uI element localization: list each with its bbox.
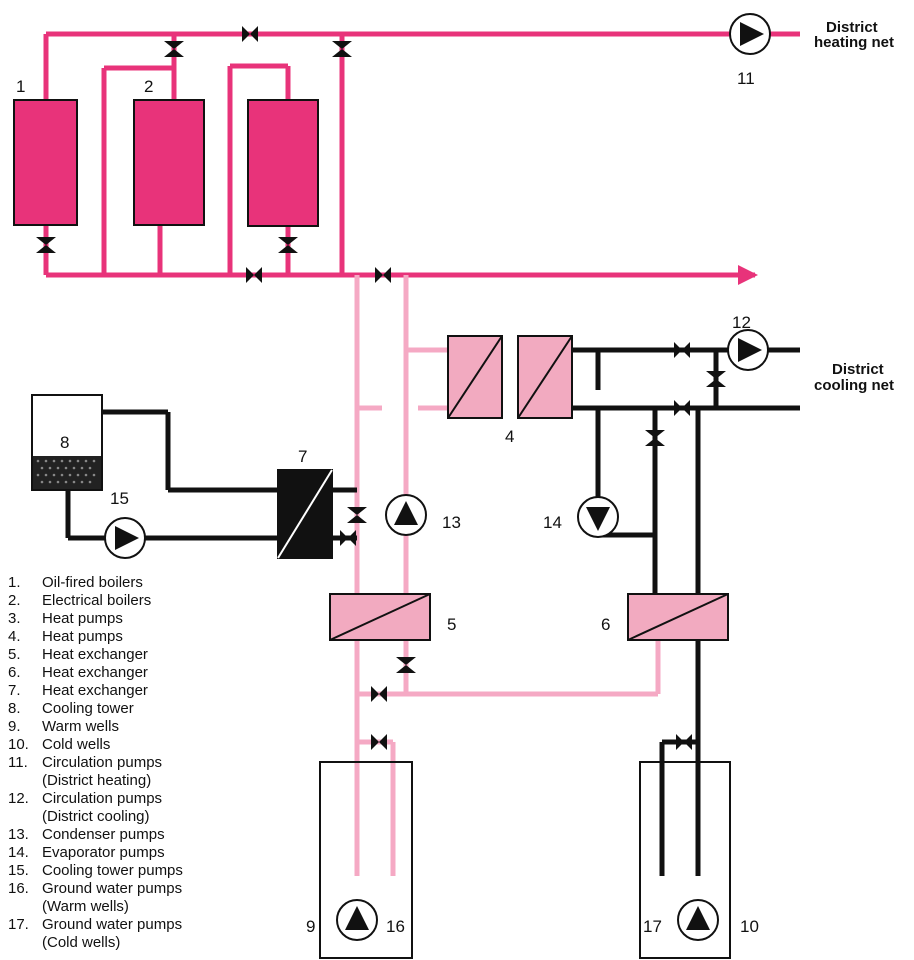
warm-well	[319, 761, 413, 959]
district-cooling-label-line2: cooling net	[814, 377, 894, 394]
label-17: 17	[643, 917, 662, 936]
label-11: 11	[737, 69, 755, 88]
legend-item: 12.Circulation pumps (District cooling)	[8, 790, 163, 825]
legend-item: 8.Cooling tower	[8, 700, 134, 717]
heat-exchanger-6	[627, 593, 729, 641]
pump-14-icon	[577, 496, 619, 538]
label-6: 6	[601, 615, 610, 634]
pump-13-icon	[385, 494, 427, 536]
electrical-boiler	[133, 99, 205, 226]
heat-exchanger-7	[277, 469, 333, 559]
district-heating-label-line2: heating net	[814, 34, 894, 51]
oil-fired-boiler	[13, 99, 78, 226]
district-cooling-label-line1: District	[832, 361, 884, 378]
pump-17-icon	[677, 899, 719, 941]
pump-12-icon	[727, 329, 769, 371]
label-14: 14	[543, 513, 562, 532]
legend-item: 15.Cooling tower pumps	[8, 862, 183, 879]
pump-11-icon	[729, 13, 771, 55]
label-7: 7	[298, 447, 307, 466]
heat-exchanger-5	[329, 593, 431, 641]
heat-pump-3	[247, 99, 319, 227]
legend: 1.Oil-fired boilers 2.Electrical boilers…	[6, 574, 183, 952]
label-16: 16	[386, 917, 405, 936]
label-9: 9	[306, 917, 315, 936]
label-5: 5	[447, 615, 456, 634]
legend-item: 3.Heat pumps	[8, 610, 123, 627]
pump-16-icon	[336, 899, 378, 941]
legend-item: 17.Ground water pumps (Cold wells)	[8, 916, 183, 951]
legend-item: 13.Condenser pumps	[8, 826, 165, 843]
label-2: 2	[144, 77, 153, 96]
label-15: 15	[110, 489, 129, 508]
legend-item: 5.Heat exchanger	[8, 646, 148, 663]
legend-item: 10.Cold wells	[8, 736, 111, 753]
label-1: 1	[16, 77, 25, 96]
legend-item: 2.Electrical boilers	[8, 592, 152, 609]
legend-item: 11.Circulation pumps (District heating)	[8, 754, 163, 789]
label-10: 10	[740, 917, 759, 936]
legend-item: 16.Ground water pumps (Warm wells)	[8, 880, 183, 915]
label-12: 12	[732, 313, 751, 332]
label-4: 4	[505, 427, 514, 446]
label-13: 13	[442, 513, 461, 532]
label-8: 8	[60, 433, 69, 452]
pump-15-icon	[104, 517, 146, 559]
legend-item: 14.Evaporator pumps	[8, 844, 165, 861]
legend-item: 4.Heat pumps	[8, 628, 123, 645]
legend-item: 6.Heat exchanger	[8, 664, 148, 681]
legend-item: 1.Oil-fired boilers	[8, 574, 143, 591]
legend-item: 7.Heat exchanger	[8, 682, 148, 699]
district-heating-label-line1: District	[826, 19, 878, 36]
valve-icons	[36, 26, 726, 750]
warm-pipes	[354, 275, 661, 876]
heat-pumps-4	[447, 335, 573, 419]
return-flow-arrow	[738, 265, 758, 285]
cooling-tower	[31, 394, 103, 491]
legend-item: 9.Warm wells	[8, 718, 119, 735]
cold-well	[639, 761, 731, 959]
